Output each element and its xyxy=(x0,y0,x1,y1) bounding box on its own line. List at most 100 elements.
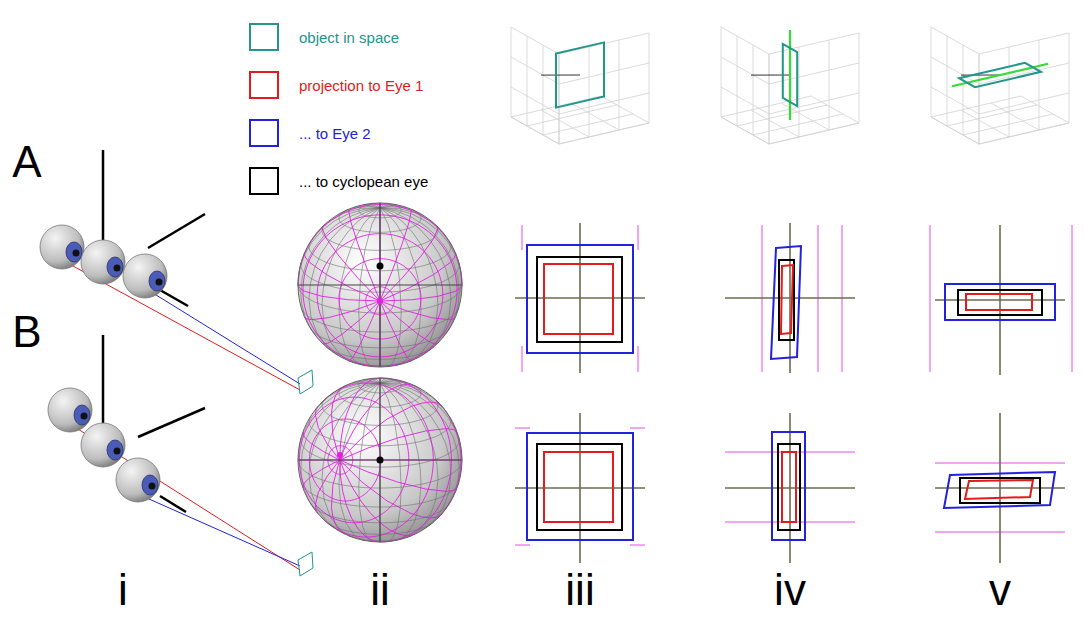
grid-line xyxy=(979,123,1069,144)
grid-line xyxy=(979,63,1069,84)
grid-line xyxy=(991,103,1039,130)
projected-square xyxy=(781,265,793,334)
pupil xyxy=(73,250,80,257)
grid-line xyxy=(543,45,544,135)
sight-line xyxy=(148,290,300,384)
grid-line xyxy=(619,40,620,130)
grid-line xyxy=(511,27,512,117)
grid-line xyxy=(721,27,769,54)
projected-square xyxy=(782,452,796,522)
meridian-line xyxy=(630,428,645,429)
grid-line xyxy=(721,117,769,144)
meridian-line xyxy=(630,545,645,546)
grid-line xyxy=(721,27,722,117)
grid-line xyxy=(829,40,830,130)
grid-line xyxy=(769,123,859,144)
magenta-graticule xyxy=(298,203,462,367)
projection-sphere xyxy=(298,203,462,367)
view-axis xyxy=(541,75,580,76)
projected-square xyxy=(544,452,613,522)
projected-square xyxy=(966,294,1032,310)
cross-axis xyxy=(999,413,1001,563)
grid-line xyxy=(571,103,619,130)
legend-swatch xyxy=(249,23,279,51)
grid-line xyxy=(931,87,979,114)
eyeball xyxy=(123,254,167,298)
pole-dot xyxy=(377,298,383,304)
object-square xyxy=(298,552,313,576)
iris xyxy=(107,440,123,460)
column-label: iv xyxy=(774,568,806,612)
meridian-line xyxy=(638,225,639,250)
grid-line xyxy=(511,27,559,54)
cross-axis xyxy=(999,225,1001,375)
grid-line xyxy=(931,96,1021,117)
grid-line xyxy=(931,57,979,84)
legend-text: projection to Eye 1 xyxy=(299,77,423,94)
grid-line xyxy=(541,110,589,137)
grid-line xyxy=(859,33,860,123)
grid-line xyxy=(931,27,932,117)
grid-line xyxy=(963,45,964,135)
projection-panel xyxy=(935,413,1065,563)
projected-square xyxy=(527,245,633,353)
projected-square xyxy=(779,260,794,340)
grid-line xyxy=(559,54,560,144)
grid-line xyxy=(979,54,980,144)
legend-swatch xyxy=(249,167,279,195)
eyeball xyxy=(40,225,84,269)
grid-line xyxy=(511,117,559,144)
pole-dot xyxy=(337,452,343,458)
grid-line xyxy=(753,45,754,135)
sphere-body xyxy=(298,378,462,542)
grid-line xyxy=(601,96,649,123)
axis-line xyxy=(138,408,205,437)
meridian-line xyxy=(930,225,931,372)
projected-square xyxy=(772,432,805,540)
space-grid xyxy=(721,27,859,144)
legend-text: ... to cyclopean eye xyxy=(299,173,428,190)
projection-panel xyxy=(515,223,645,373)
grid-line xyxy=(527,105,617,126)
object-square xyxy=(783,44,797,106)
grid-line xyxy=(737,36,738,126)
grid-line xyxy=(721,117,769,144)
pupil xyxy=(114,448,121,455)
sphere-outline xyxy=(298,203,462,367)
eyeball xyxy=(48,388,92,432)
projected-square xyxy=(958,290,1042,315)
legend-row: projection to Eye 1 xyxy=(249,70,423,100)
projected-square xyxy=(537,444,622,530)
iris xyxy=(149,271,165,291)
axis-line xyxy=(160,290,188,306)
object-square xyxy=(959,63,1041,87)
projected-square xyxy=(944,472,1055,508)
projection-panel xyxy=(725,413,855,563)
gaze-dot xyxy=(377,457,384,464)
projected-square xyxy=(960,478,1040,503)
legend-text: ... to Eye 2 xyxy=(299,125,371,142)
legend-row: object in space xyxy=(249,22,399,52)
meridian-line xyxy=(515,545,530,546)
grid-line xyxy=(543,114,633,135)
grid-line xyxy=(559,123,649,144)
grid-line xyxy=(811,96,859,123)
grid-line xyxy=(527,36,528,126)
projection-sphere xyxy=(298,378,462,542)
grid-line xyxy=(721,87,769,114)
legend-row: ... to cyclopean eye xyxy=(249,166,428,196)
gaze-dot xyxy=(377,263,384,270)
grid-line xyxy=(511,87,559,114)
grid-line xyxy=(931,117,979,144)
row-label: A xyxy=(12,140,41,184)
grid-line xyxy=(737,105,827,126)
projected-square xyxy=(527,433,633,540)
legend-swatch xyxy=(249,119,279,147)
legend-swatch xyxy=(249,71,279,99)
projected-square xyxy=(537,257,622,342)
grid-line xyxy=(799,47,800,137)
projected-square xyxy=(945,284,1055,320)
grid-line xyxy=(979,54,980,144)
column-label: i xyxy=(118,568,128,612)
